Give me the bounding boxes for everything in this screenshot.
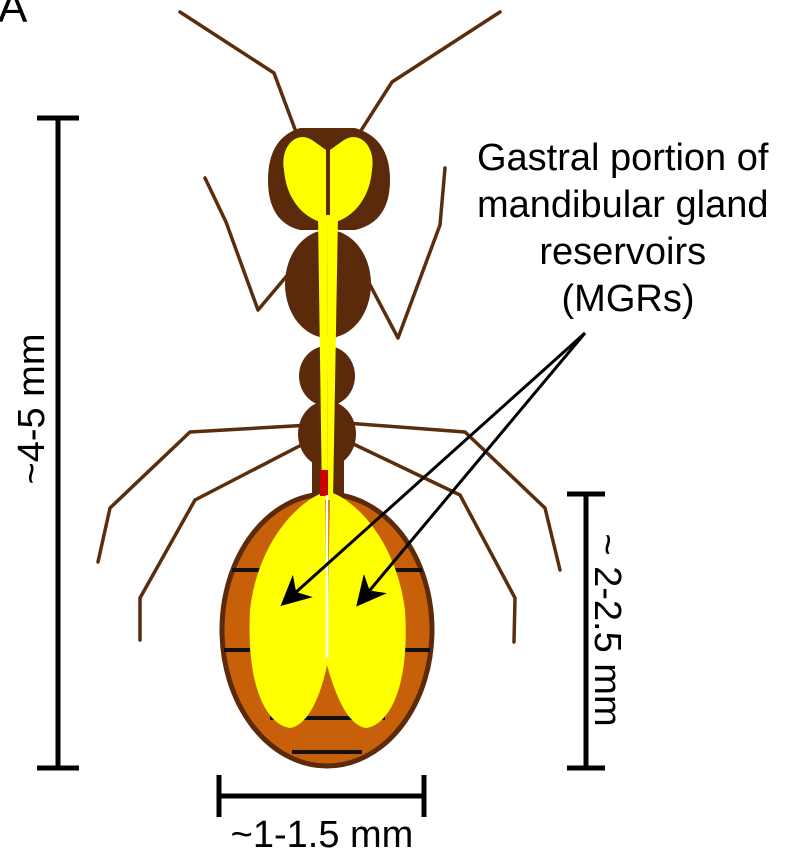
body-length-label: ~4-5 mm: [11, 334, 53, 485]
gaster-length-label: ~ 2-2.5 mm: [586, 533, 628, 726]
panel-label: A: [0, 0, 28, 32]
gaster-width-label: ~1-1.5 mm: [231, 814, 414, 856]
annotation-line-4: (MGRs): [562, 278, 695, 320]
right-antenna: [355, 12, 500, 140]
gaster-width-scale-bar: [219, 775, 424, 817]
annotation-line-3: reservoirs: [539, 231, 706, 273]
annotation-line-2: mandibular gland: [477, 184, 769, 226]
annotation-label: Gastral portion of mandibular gland rese…: [477, 137, 779, 320]
arrow-to-right-reservoir: [360, 333, 585, 602]
annotation-line-1: Gastral portion of: [477, 137, 769, 179]
duct-red-junction: [320, 470, 328, 496]
left-antenna: [180, 12, 299, 140]
